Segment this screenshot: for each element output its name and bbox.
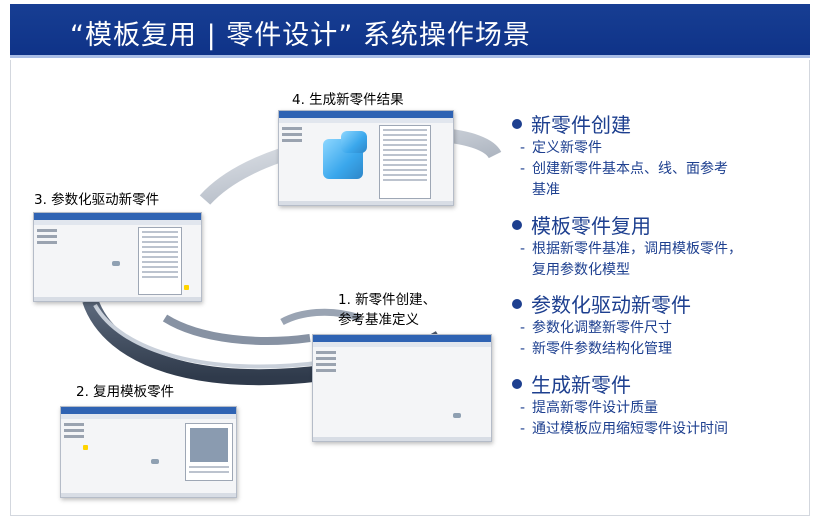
- step2-screenshot: [60, 406, 237, 498]
- parameter-panel: [138, 227, 182, 295]
- parameter-panel: [379, 125, 431, 199]
- content-frame: [10, 60, 810, 516]
- step2-label: 2. 复用模板零件: [76, 384, 175, 400]
- filled-circle-icon: [512, 379, 522, 389]
- filled-circle-icon: [512, 299, 522, 309]
- section-parametric-drive: 参数化驱动新零件 -参数化调整新零件尺寸 -新零件参数结构化管理: [512, 292, 691, 360]
- section-new-part: 新零件创建 -定义新零件 -创建新零件基本点、线、面参考 基准: [512, 112, 728, 201]
- template-dialog: [185, 423, 233, 481]
- section-generate-part: 生成新零件 -提高新零件设计质量 -通过模板应用缩短零件设计时间: [512, 372, 728, 440]
- page-title: “模板复用 | 零件设计” 系统操作场景: [70, 20, 531, 51]
- step4-label: 4. 生成新零件结果: [292, 92, 404, 108]
- filled-circle-icon: [512, 119, 522, 129]
- header-bar: “模板复用 | 零件设计” 系统操作场景: [10, 4, 810, 58]
- step1-screenshot: [312, 334, 492, 442]
- step1-label-line2: 参考基准定义: [338, 312, 419, 328]
- step4-screenshot: [278, 110, 454, 206]
- step3-label: 3. 参数化驱动新零件: [34, 192, 160, 208]
- step3-screenshot: [33, 212, 202, 302]
- filled-circle-icon: [512, 220, 522, 230]
- step1-label-line1: 1. 新零件创建、: [338, 292, 437, 308]
- section-template-reuse: 模板零件复用 -根据新零件基准，调用模板零件， 复用参数化模型: [512, 213, 742, 281]
